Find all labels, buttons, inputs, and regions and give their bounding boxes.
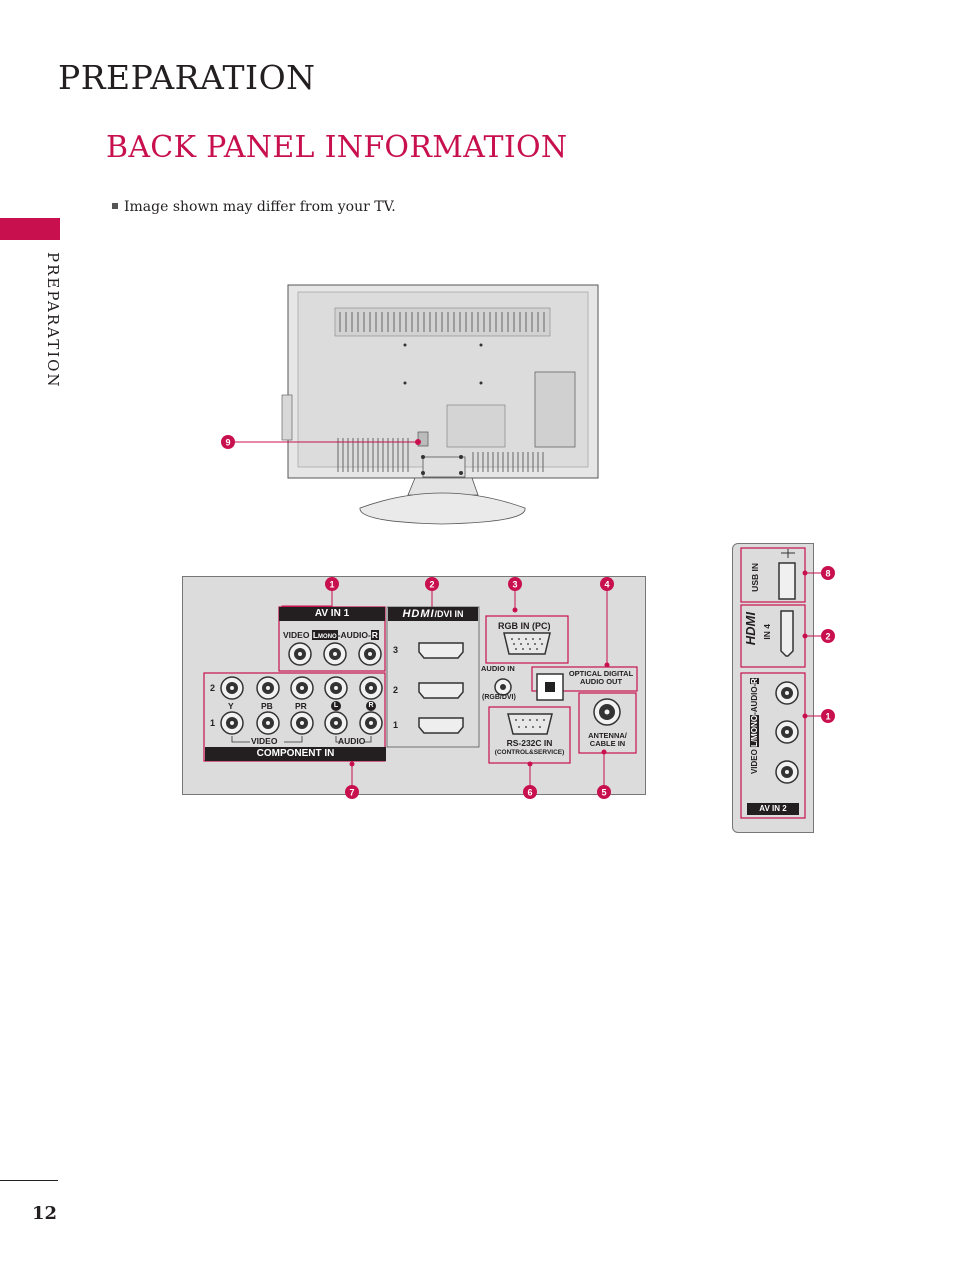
- component-audio-group: AUDIO: [338, 736, 366, 746]
- audio-in-sub: (RGB/DVI): [482, 694, 516, 701]
- rgb-in-label: RGB IN (PC): [498, 621, 551, 631]
- hdmi-logo: HDMI: [402, 608, 435, 620]
- side-callout-1: 1: [825, 712, 830, 722]
- side-callout-2: 2: [825, 632, 830, 642]
- footer-rule: [0, 1180, 58, 1181]
- av1-l-label: LMONO: [311, 630, 338, 640]
- callout-4: 4: [604, 580, 609, 590]
- jack-y-label: Y: [228, 701, 234, 711]
- hdmi-dvi-header: HDMI/DVI IN: [388, 607, 478, 621]
- rs232c-label: RS-232C IN: [506, 738, 553, 748]
- jack-pb-label: PB: [261, 701, 273, 711]
- page-title: PREPARATION: [58, 58, 316, 97]
- av1-audio-label: AUDIO: [340, 630, 368, 640]
- section-title: BACK PANEL INFORMATION: [106, 130, 568, 165]
- main-panel-graphics: 1 2 3 4 7 6 5: [203, 577, 638, 799]
- av-in-1-header: AV IN 1: [279, 607, 385, 621]
- side-panel: [732, 543, 814, 833]
- usb-icon: [781, 549, 795, 558]
- hdmi-port-2-label: 2: [393, 685, 399, 695]
- av1-video-label: VIDEO: [283, 630, 310, 640]
- component-row-1: 1: [210, 718, 216, 728]
- callout-5: 5: [601, 788, 606, 798]
- hdmi-port-1-label: 1: [393, 720, 399, 730]
- callout-1: 1: [329, 580, 334, 590]
- av-in-1-labels: VIDEO LMONO-AUDIO-R: [283, 630, 379, 640]
- rs232c-sub: (CONTROL&SERVICE): [494, 749, 565, 756]
- top-vent-grille: [334, 307, 551, 337]
- av-in-2-footer: AV IN 2: [747, 803, 799, 815]
- side-hdmi-in4-label: IN 4: [762, 624, 772, 640]
- component-row-2: 2: [210, 683, 216, 693]
- callout-3: 3: [512, 580, 517, 590]
- image-note-text: Image shown may differ from your TV.: [124, 199, 396, 215]
- callout-2: 2: [429, 580, 434, 590]
- image-note: Image shown may differ from your TV.: [112, 199, 396, 215]
- av1-r-label: R: [370, 630, 379, 640]
- side-tab: [0, 218, 60, 240]
- tv-rear-illustration: 9: [221, 284, 599, 525]
- callout-6: 6: [527, 788, 532, 798]
- jack-l-label: L: [331, 701, 341, 711]
- side-av-labels: VIDEO L/MONO-AUDIO-R: [750, 678, 759, 775]
- callout-9: 9: [225, 438, 230, 448]
- jack-r-label: R: [366, 701, 376, 711]
- page-number: 12: [32, 1203, 58, 1224]
- callout-7: 7: [349, 788, 354, 798]
- side-label: PREPARATION: [44, 252, 62, 389]
- component-in-footer: COMPONENT IN: [205, 747, 386, 761]
- usb-in-label: USB IN: [750, 563, 760, 592]
- bullet-icon: [112, 203, 118, 209]
- jack-pr-label: PR: [295, 701, 307, 711]
- hdmi-port-3-label: 3: [393, 645, 399, 655]
- component-video-group: VIDEO: [251, 736, 278, 746]
- side-hdmi-logo: HDMI: [743, 612, 758, 646]
- side-panel-graphics: 8 2 1: [740, 547, 835, 819]
- antenna-label: ANTENNA/CABLE IN: [588, 731, 627, 748]
- side-callout-8: 8: [825, 569, 830, 579]
- audio-in-label: AUDIO IN: [481, 664, 515, 673]
